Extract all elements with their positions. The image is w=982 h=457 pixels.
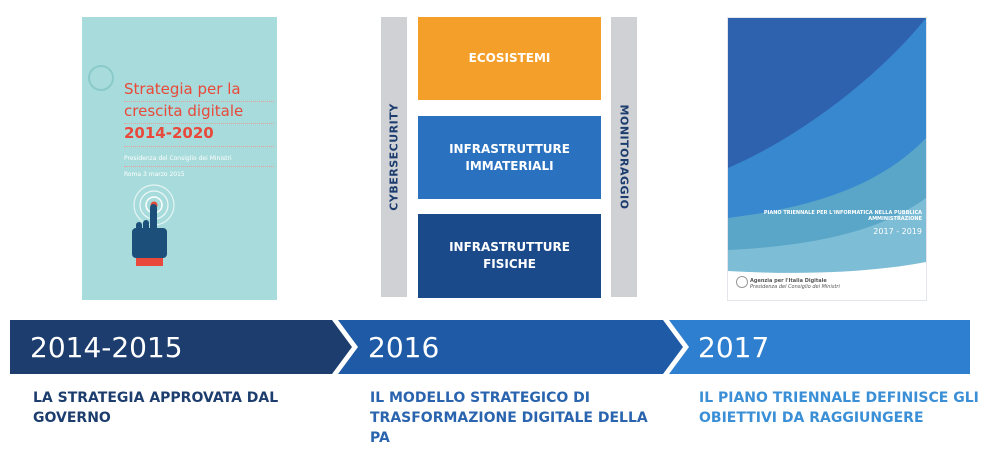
block-ecosistemi-label: ECOSISTEMI: [468, 51, 551, 65]
timeline-caption-2: IL MODELLO STRATEGICO DI TRASFORMAZIONE …: [370, 390, 648, 446]
monitoraggio-label: MONITORAGGIO: [617, 104, 631, 210]
plan-cover: PIANO TRIENNALE PER L'INFORMATICA NELLA …: [727, 17, 927, 301]
timeline-segment-3: [669, 320, 970, 374]
timeline-caption-3: IL PIANO TRIENNALE DEFINISCE GLI OBIETTI…: [699, 390, 979, 426]
divider: [124, 146, 274, 147]
monitoraggio-bar: MONITORAGGIO: [611, 17, 637, 297]
block-immateriali-label: INFRASTRUTTURE IMMATERIALI: [449, 141, 570, 173]
touch-hand-icon: [132, 184, 175, 266]
strategy-title-line2: crescita digitale: [124, 102, 244, 120]
cybersecurity-bar: CYBERSECURITY: [381, 17, 407, 297]
plan-cover-art: [728, 18, 926, 273]
strategy-years: 2014-2020: [124, 124, 214, 142]
timeline-caption-1: LA STRATEGIA APPROVATA DAL GOVERNO: [33, 390, 279, 426]
divider: [124, 123, 274, 124]
agency-name: Agenzia per l'Italia Digitale: [750, 278, 827, 284]
strategy-title-line1: Strategia per la: [124, 80, 241, 98]
strategy-date: Roma 3 marzo 2015: [124, 171, 185, 178]
agency-emblem-icon: [736, 276, 748, 288]
plan-years: 2017 - 2019: [873, 227, 922, 236]
strategy-cover: Strategia per la crescita digitale 2014-…: [82, 17, 277, 300]
strategy-publisher: Presidenza del Consiglio dei Ministri: [124, 155, 232, 162]
timeline-year-3: 2017: [698, 331, 770, 364]
divider: [124, 101, 274, 102]
timeline-segment-2: [338, 320, 683, 374]
block-fisiche-label: INFRASTRUTTURE FISICHE: [449, 240, 570, 271]
timeline-year-1: 2014-2015: [30, 331, 183, 364]
block-infrastrutture-fisiche: INFRASTRUTTURE FISICHE: [418, 214, 601, 298]
timeline-arrows: [10, 320, 970, 374]
divider: [124, 166, 274, 167]
agency-text: Agenzia per l'Italia Digitale Presidenza…: [750, 278, 840, 290]
plan-title: PIANO TRIENNALE PER L'INFORMATICA NELLA …: [763, 210, 922, 222]
cybersecurity-label: CYBERSECURITY: [387, 103, 401, 211]
agency-sub: Presidenza del Consiglio dei Ministri: [750, 284, 840, 290]
block-ecosistemi: ECOSISTEMI: [418, 17, 601, 100]
republic-emblem-icon: [88, 65, 114, 91]
timeline-year-2: 2016: [368, 331, 440, 364]
block-infrastrutture-immateriali: INFRASTRUTTURE IMMATERIALI: [418, 116, 601, 199]
timeline-segment-1: [10, 320, 352, 374]
